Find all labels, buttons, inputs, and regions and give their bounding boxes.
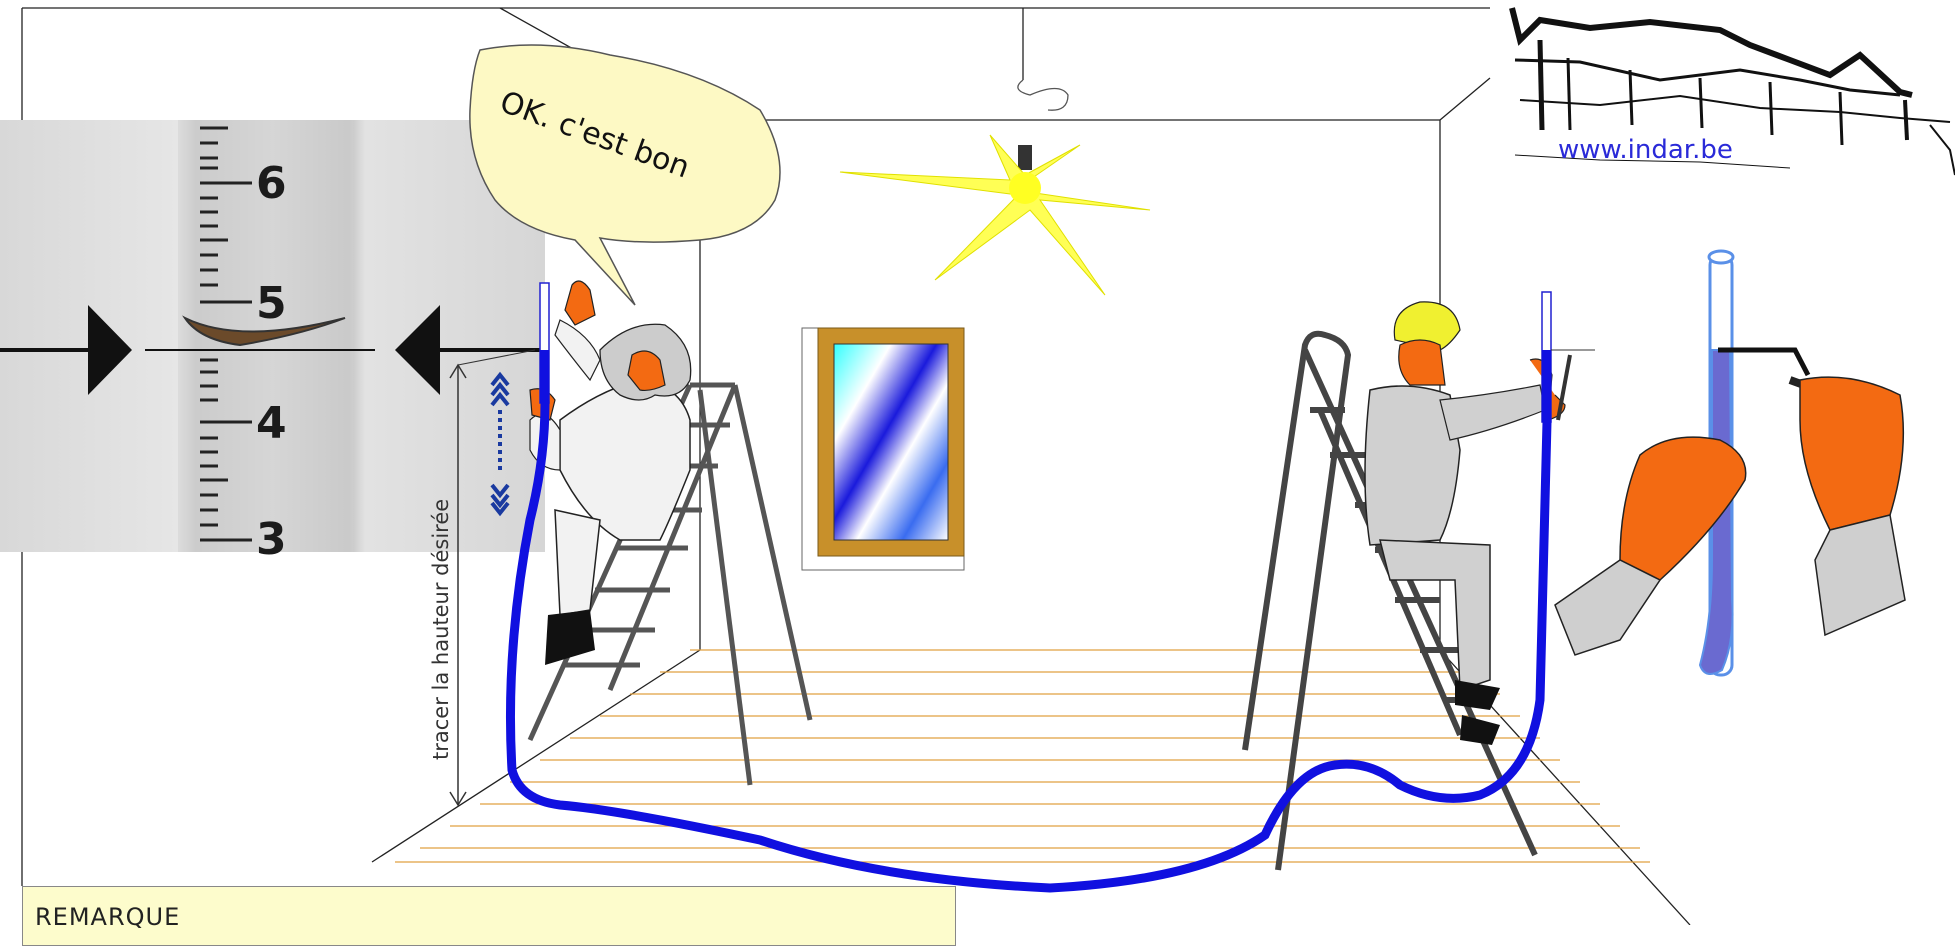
light-bulb-icon [840, 80, 1150, 295]
hands-tube-detail [1555, 251, 1905, 675]
scale-mark-4: 4 [256, 398, 287, 449]
remark-box: REMARQUE [22, 886, 956, 946]
scale-mark-6: 6 [256, 158, 287, 209]
remark-title: REMARQUE [35, 903, 180, 931]
measure-label: tracer la hauteur désirée [429, 499, 453, 760]
tube-left [540, 283, 549, 403]
illustration: 6 5 4 3 OK. c'est bon [0, 0, 1955, 925]
site-url: www.indar.be [1558, 135, 1733, 165]
water-level-photo: 6 5 4 3 [0, 120, 545, 565]
mirror [802, 328, 964, 570]
scale-mark-3: 3 [256, 514, 287, 565]
scale-mark-5: 5 [256, 278, 287, 329]
man-left [530, 281, 691, 665]
